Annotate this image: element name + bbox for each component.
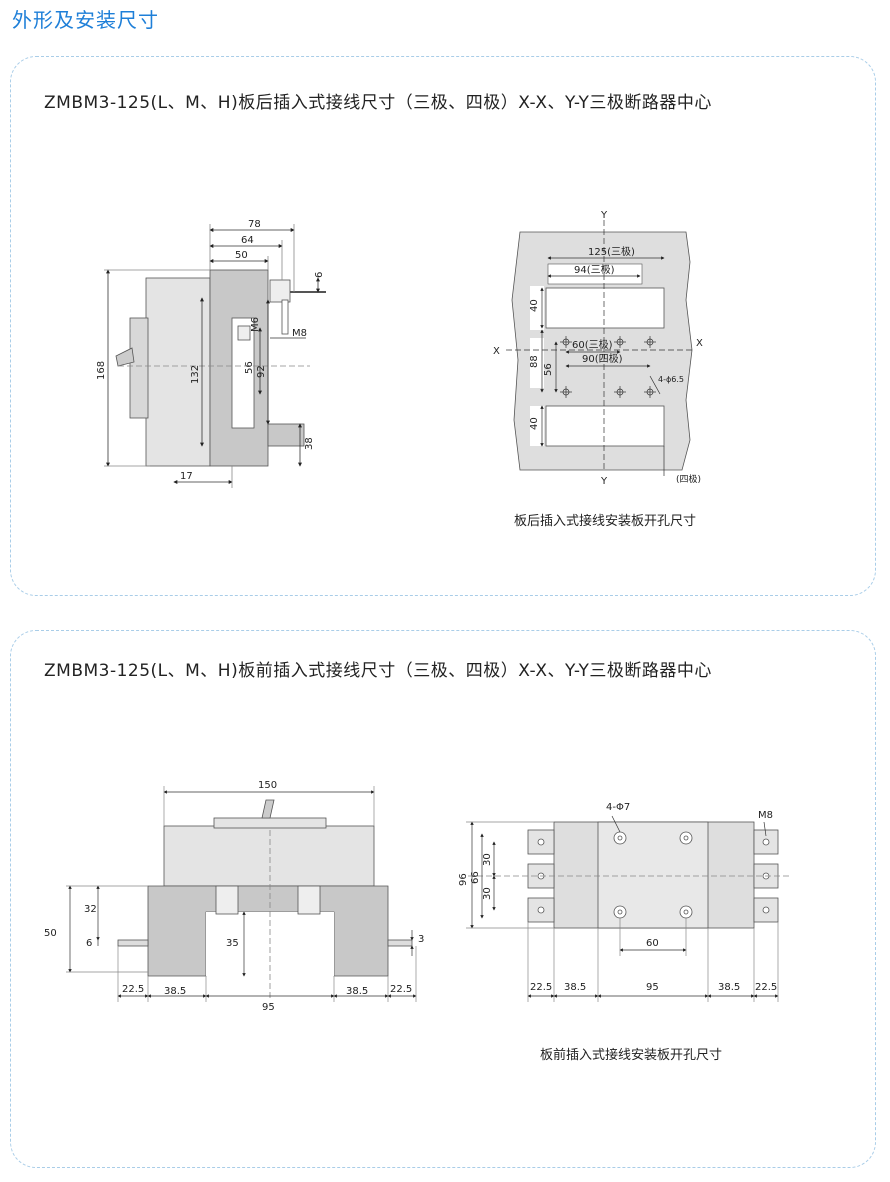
dim-90: 90(四极) [582, 352, 623, 365]
dim-50: 50 [235, 250, 248, 261]
dim-30-bottom: 30 [482, 887, 493, 900]
dim-38-5-left: 38.5 [164, 986, 186, 997]
dim-38-5-right: 38.5 [718, 982, 740, 993]
dim-56: 56 [543, 363, 554, 376]
section-2-heading: ZMBM3-125(L、M、H)板前插入式接线尺寸（三极、四极）X-X、Y-Y三… [44, 661, 712, 681]
dim-3: 3 [418, 934, 424, 945]
dim-6: 6 [86, 938, 92, 949]
dim-132: 132 [190, 365, 201, 384]
front-plate-labels: 4-Φ7 M8 96 66 30 30 60 22.5 38.5 95 38.5… [458, 802, 777, 993]
hole-spec: 4-Φ7 [606, 802, 630, 813]
dim-38-5-left: 38.5 [564, 982, 586, 993]
dim-40-top: 40 [529, 299, 540, 312]
front-plate-drawing [527, 821, 779, 929]
section-2-caption: 板前插入式接线安装板开孔尺寸 [540, 1048, 723, 1063]
dim-94: 94(三极) [574, 263, 615, 276]
dim-38-5-right: 38.5 [346, 986, 368, 997]
dim-56: 56 [244, 361, 255, 374]
dim-168: 168 [96, 361, 107, 380]
front-plate-dimlines [466, 815, 790, 1002]
dim-96: 96 [458, 873, 469, 886]
label-m6: M6 [250, 317, 261, 332]
dim-88: 88 [529, 355, 540, 368]
hole-spec: 4-ϕ6.5 [658, 375, 684, 384]
dim-17: 17 [180, 471, 193, 482]
dim-95: 95 [262, 1002, 275, 1013]
dim-64: 64 [241, 235, 254, 246]
dim-35: 35 [226, 938, 239, 949]
rear-connection-panel [10, 56, 876, 596]
section-1-heading: ZMBM3-125(L、M、H)板后插入式接线尺寸（三极、四极）X-X、Y-Y三… [44, 93, 712, 113]
axis-x-right: X [696, 338, 703, 349]
dim-60: 60 [646, 938, 659, 949]
dim-38: 38 [304, 437, 315, 450]
axis-y-top: Y [600, 210, 608, 221]
dim-78: 78 [248, 219, 261, 230]
rear-side-view-drawing [104, 224, 326, 488]
rear-panel-cutout-drawing [506, 220, 694, 476]
front-view-dimlines [66, 786, 417, 1002]
axis-x-left: X [493, 346, 500, 357]
label-m8: M8 [758, 810, 773, 821]
dim-95: 95 [646, 982, 659, 993]
dim-30-top: 30 [482, 853, 493, 866]
dim-50: 50 [44, 928, 57, 939]
dim-40-bottom: 40 [529, 417, 540, 430]
rear-panel-cutout-labels: Y Y X X 125(三极) 94(三极) 40 88 56 60(三极) 9… [493, 210, 703, 487]
section-1-caption: 板后插入式接线安装板开孔尺寸 [514, 514, 697, 529]
dim-66: 66 [470, 871, 481, 884]
dim-22-5-right: 22.5 [390, 984, 412, 995]
dim-22-5-left: 22.5 [530, 982, 552, 993]
page-title: 外形及安装尺寸 [12, 8, 159, 32]
rear-side-view-labels: 78 64 50 6 M6 M8 168 132 56 92 38 17 [96, 219, 325, 482]
dim-22-5-left: 22.5 [122, 984, 144, 995]
dim-6: 6 [314, 272, 325, 278]
front-view-labels: 150 32 50 6 35 3 22.5 38.5 95 38.5 22.5 [44, 780, 424, 1013]
label-four-pole: (四极) [676, 473, 701, 485]
dim-32: 32 [84, 904, 97, 915]
dim-60: 60(三极) [572, 338, 613, 351]
dim-125: 125(三极) [588, 245, 635, 258]
dim-22-5-right: 22.5 [755, 982, 777, 993]
front-view-drawing [117, 799, 413, 1000]
dim-150: 150 [258, 780, 277, 791]
dim-92: 92 [256, 365, 267, 378]
label-m8: M8 [292, 328, 307, 339]
front-connection-panel [10, 630, 876, 1168]
axis-y-bottom: Y [600, 476, 608, 487]
